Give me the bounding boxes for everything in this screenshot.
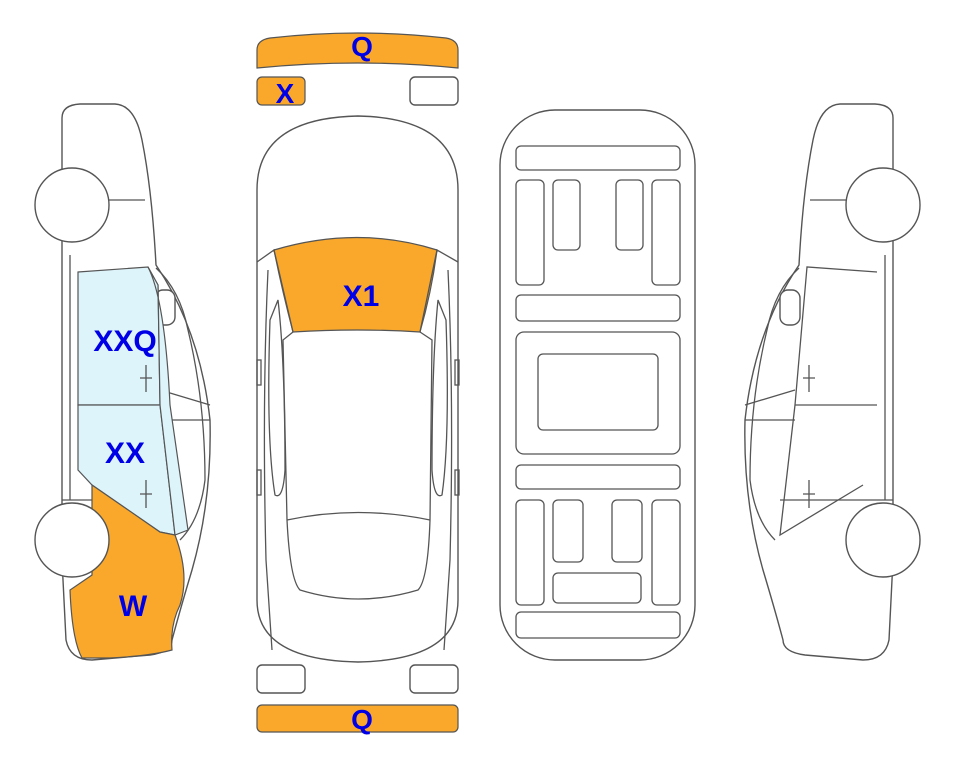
front-right-light[interactable]	[409, 76, 459, 106]
front-left-light[interactable]	[256, 76, 306, 106]
rear-left-light[interactable]	[256, 664, 306, 694]
front-door-label: XX	[105, 437, 145, 470]
front-bumper-panel[interactable]	[256, 32, 459, 69]
left-side-view: XXQ XX W	[34, 103, 211, 661]
front-bumper-label: Q	[351, 31, 373, 62]
rear-wheel-icon	[34, 167, 110, 243]
windshield-label: X1	[343, 280, 380, 313]
underside-view	[499, 109, 696, 661]
right-side-view	[744, 103, 921, 661]
front-fender-label: W	[119, 590, 148, 623]
rear-bumper-panel[interactable]	[256, 704, 459, 733]
door-edge-strip	[147, 266, 189, 536]
rear-right-light[interactable]	[409, 664, 459, 694]
top-view: Q X X1 Q	[256, 31, 460, 735]
front-wheel-icon	[34, 502, 110, 578]
rear-bumper-label: Q	[351, 704, 373, 735]
rear-door-label: XXQ	[93, 325, 156, 358]
front-left-light-label: X	[276, 78, 295, 109]
